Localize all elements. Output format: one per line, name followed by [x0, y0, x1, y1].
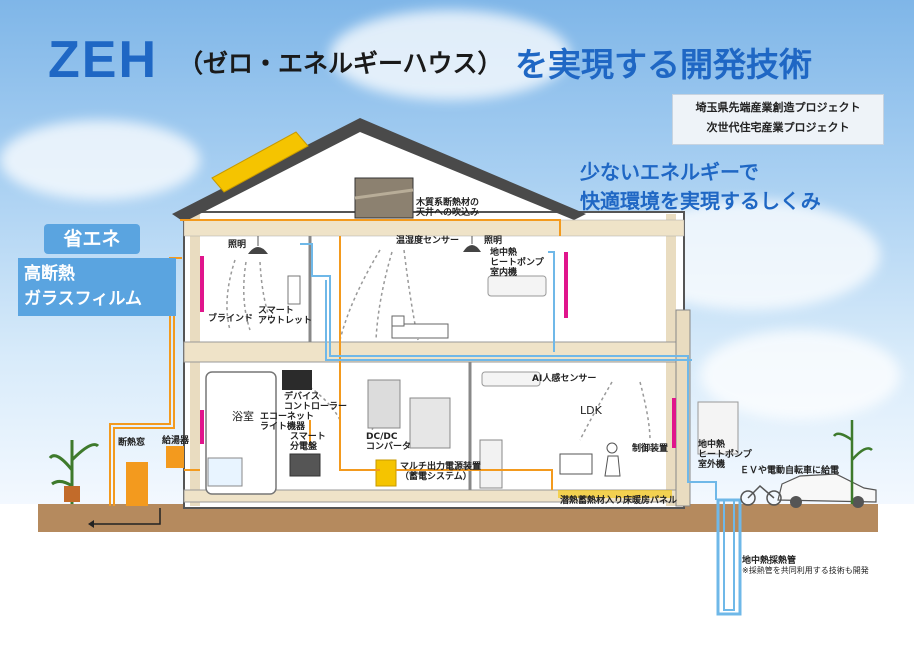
label-echonet-2: ライト機器: [260, 422, 306, 432]
label-smart-outlet-2: アウトレット: [258, 316, 313, 326]
tagline: 少ないエネルギーで 快適環境を実現するしくみ: [580, 158, 821, 216]
bathtub: [207, 457, 243, 487]
label-hp-outdoor-2: ヒートポンプ: [698, 450, 752, 460]
tagline-line-2: 快適環境を実現するしくみ: [580, 189, 821, 213]
label-ground-pipe: 地中熱採熱管 ※採熱管を共同利用する技術も開発: [742, 556, 869, 576]
water-heater: [126, 462, 148, 506]
label-insulated-window: 断熱窓: [118, 438, 146, 448]
solar-panel-icon: [211, 131, 309, 193]
org-line-1: 埼玉県先端産業創造プロジェクト: [695, 101, 861, 114]
smart-distribution-board: [289, 453, 321, 477]
insulated-window: [200, 410, 204, 444]
label-smart-outlet: スマート アウトレット: [258, 306, 312, 326]
label-dcdc-1: DC/DC: [366, 432, 398, 442]
label-device-ctrl-1: デバイス: [284, 392, 320, 402]
label-dcdc: DC/DC コンバータ: [366, 432, 411, 452]
pendant-light-icon: [463, 236, 481, 252]
title-main: を実現する開発技術: [515, 45, 812, 84]
label-smart-board-2: 分電盤: [290, 442, 318, 452]
label-light-1: 照明: [228, 240, 247, 250]
label-hp-outdoor-1: 地中熱: [698, 440, 726, 450]
label-hp-outdoor-3: 室外機: [698, 460, 726, 470]
insulated-window: [672, 398, 676, 448]
label-dcdc-2: コンバータ: [366, 442, 412, 452]
label-multi-2: （蓄電システム）: [400, 472, 472, 482]
label-light-2: 照明: [484, 236, 503, 246]
label-hp-outdoor: 地中熱 ヒートポンプ 室外機: [698, 440, 752, 470]
label-hp-indoor-1: 地中熱: [490, 248, 518, 258]
label-ai-sensor: AI人感センサー: [532, 374, 597, 384]
label-insulation-1: 木質系断熱材の: [416, 198, 480, 208]
plant-icon: [48, 440, 100, 504]
label-water-heater: 給湯器: [162, 436, 190, 446]
fridge-icon: [479, 439, 503, 489]
multi-output-power-unit: [375, 459, 397, 487]
title-zeh: ZEH: [48, 31, 158, 89]
insulated-window: [200, 256, 204, 312]
bicycle-icon: [740, 484, 782, 506]
label-hp-indoor-2: ヒートポンプ: [490, 258, 544, 268]
label-controller: 制御装置: [632, 444, 669, 454]
label-insulation: 木質系断熱材の 天井への吹込み: [416, 198, 479, 218]
org-line-2: 次世代住宅産業プロジェクト: [706, 121, 850, 134]
device-controller: [282, 370, 312, 390]
glass-line-1: 高断熱: [24, 264, 75, 284]
battery-unit: [367, 379, 401, 429]
smart-outlet: [287, 275, 301, 305]
ground-heat-pipe: [716, 498, 742, 616]
label-smart-board: スマート 分電盤: [290, 432, 326, 452]
label-echonet-1: エコーネット: [260, 412, 315, 422]
tagline-line-1: 少ないエネルギーで: [580, 160, 759, 184]
car-icon: [777, 473, 877, 508]
eco-badge: 省エネ: [44, 224, 140, 254]
pendant-light-icon: [248, 236, 268, 254]
glass-film-box: 高断熱 ガラスフィルム: [18, 258, 176, 316]
battery-unit: [409, 397, 451, 449]
label-multi-1: マルチ出力電源装置: [400, 462, 482, 472]
label-blind: ブラインド: [208, 314, 254, 324]
label-echonet: エコーネット ライト機器: [260, 412, 314, 432]
person-icon: [604, 442, 621, 477]
outdoor-unit: [697, 401, 739, 455]
glass-line-2: ガラスフィルム: [24, 289, 142, 309]
roof: [172, 118, 586, 222]
title-subtitle: （ゼロ・エネルギーハウス）: [178, 49, 503, 78]
cloud: [330, 10, 570, 100]
label-hp-indoor: 地中熱 ヒートポンプ 室内機: [490, 248, 544, 278]
label-hp-indoor-3: 室内機: [490, 268, 518, 278]
label-insulation-2: 天井への吹込み: [416, 208, 480, 218]
label-floor-panel: 潜熱蓄熱材入り床暖房パネル: [560, 496, 678, 506]
label-device-controller: デバイス コントローラー: [284, 392, 347, 412]
tv-icon: [559, 453, 593, 475]
insulated-window: [564, 252, 568, 318]
organization-box: 埼玉県先端産業創造プロジェクト 次世代住宅産業プロジェクト: [672, 94, 884, 145]
label-multi-output: マルチ出力電源装置 （蓄電システム）: [400, 462, 481, 482]
label-smart-outlet-1: スマート: [258, 306, 294, 316]
label-ground-pipe-2: ※採熱管を共同利用する技術も開発: [742, 566, 869, 575]
indoor-unit: [487, 275, 547, 297]
label-ldk: LDK: [580, 404, 602, 417]
label-ev: ＥＶや電動自転車に給電: [740, 466, 840, 476]
label-bath: 浴室: [232, 410, 254, 423]
label-ground-pipe-1: 地中熱採熱管: [742, 556, 797, 566]
label-temp-sensor: 温湿度センサー: [396, 236, 460, 246]
plant-icon: [832, 420, 873, 504]
label-smart-board-1: スマート: [290, 432, 326, 442]
label-device-ctrl-2: コントローラー: [284, 402, 348, 412]
cloud: [0, 120, 200, 200]
